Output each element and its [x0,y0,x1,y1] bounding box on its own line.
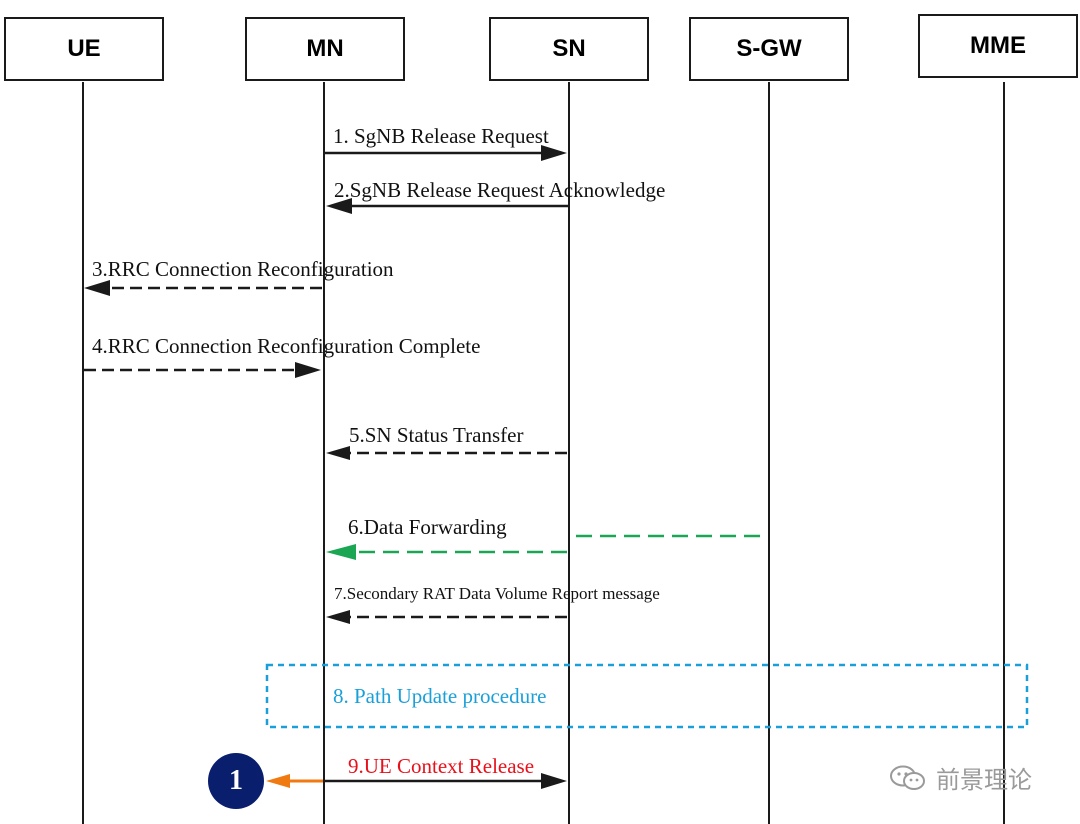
lifeline-mn [323,82,325,824]
entity-sn: SN [489,17,649,81]
wechat-icon [890,765,925,790]
arrowhead-m1 [541,145,567,161]
arrowhead-m3 [84,280,110,296]
procedure-label: 8. Path Update procedure [333,684,547,708]
entity-ue: UE [4,17,164,81]
entity-mme: MME [918,14,1078,78]
message-label-m7: 7.Secondary RAT Data Volume Report messa… [334,584,660,603]
arrowhead-m9 [541,773,567,789]
message-label-m9: 9.UE Context Release [348,754,535,778]
step-badge-label: 1 [229,765,243,796]
arrowhead-m5 [326,446,350,460]
procedure-box [265,663,1029,729]
lifeline-sn [568,82,570,824]
arrowhead-m2 [326,198,352,214]
message-label-m6: 6.Data Forwarding [348,515,507,539]
watermark-text: 前景理论 [936,766,1032,794]
watermark: 前景理论 [888,760,1032,795]
arrowhead-m7 [326,610,350,624]
arrowhead-m4 [295,362,321,378]
entity-mme-label: MME [970,32,1026,59]
message-label-m3: 3.RRC Connection Reconfiguration [92,257,394,281]
entity-mn: MN [245,17,405,81]
message-label-m2: 2.SgNB Release Request Acknowledge [334,178,666,202]
step-badge: 1 [208,753,264,809]
entity-sgw: S-GW [689,17,849,81]
message-label-m1: 1. SgNB Release Request [333,124,549,148]
entity-mn-label: MN [306,35,344,62]
message-label-m5: 5.SN Status Transfer [349,423,524,447]
entity-ue-label: UE [67,35,101,62]
arrowhead-badge [266,774,290,788]
arrowhead-m6 [326,544,356,560]
entity-sn-label: SN [552,35,586,62]
entity-sgw-label: S-GW [736,35,802,62]
lifeline-sgw [768,82,770,824]
message-label-m4: 4.RRC Connection Reconfiguration Complet… [92,334,481,358]
lifeline-ue [82,82,84,824]
lifeline-mme [1003,82,1005,824]
